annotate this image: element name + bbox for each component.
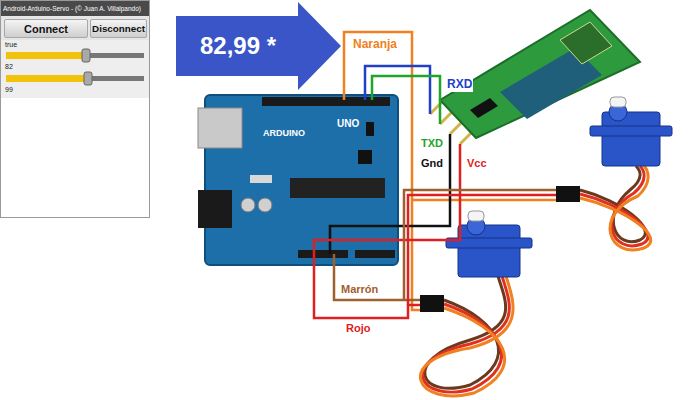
servo-motor (580, 166, 648, 246)
slider-value: 82 (4, 63, 14, 71)
slider (84, 72, 92, 85)
pin-name: Gnd (420, 157, 444, 170)
servo-motor (420, 295, 444, 312)
sent-data: 82,99 * (200, 32, 276, 60)
servo-motor (602, 112, 660, 166)
slider (6, 52, 86, 59)
pin-name: RXD (446, 78, 473, 92)
servo-motor (580, 166, 651, 250)
servo-motor (556, 186, 580, 202)
phone-screen (0, 0, 150, 218)
servo-motor (458, 225, 520, 277)
servo-motor (420, 276, 513, 396)
slider-value: 99 (4, 86, 14, 94)
slider (88, 76, 144, 81)
arduino-board (198, 108, 242, 148)
wire (408, 195, 556, 305)
phone-screen (0, 40, 150, 98)
slider (86, 53, 144, 58)
arduino-board (290, 178, 385, 198)
phone-screen (0, 0, 150, 15)
wire (314, 32, 556, 318)
wire-color: Naranja (352, 38, 398, 52)
board-marking: ARDUINO (262, 128, 306, 138)
slider-state: true (4, 41, 18, 49)
button-label: Connect (24, 23, 68, 35)
app-button: Connect (4, 19, 88, 38)
slider (6, 49, 144, 85)
wire (365, 66, 430, 114)
wire (314, 254, 420, 318)
bluetooth-module (470, 98, 498, 118)
servo-motor (590, 126, 672, 136)
phone-screen (0, 0, 150, 40)
servo-motor (610, 97, 626, 107)
phone-screen (0, 0, 150, 218)
servo-motor (423, 276, 510, 392)
arduino-board (366, 122, 374, 136)
wire (314, 144, 460, 254)
arduino-board (358, 150, 372, 164)
wire (412, 199, 556, 202)
wire-color: Rojo (345, 322, 371, 335)
arduino-board (355, 250, 395, 258)
arrow-shape: 82,99 * (176, 2, 341, 90)
arduino-board (258, 198, 272, 212)
servo-motor (468, 211, 484, 221)
arduino-board (198, 190, 232, 228)
arduino-board (298, 250, 348, 258)
wire (372, 76, 440, 124)
bluetooth-module (560, 22, 612, 64)
servo-motor (420, 211, 532, 396)
servo-motor (556, 97, 672, 250)
slider (6, 75, 88, 82)
slider (82, 49, 90, 62)
pin-name: TXD (420, 137, 444, 150)
arduino-board (241, 198, 255, 212)
board-marking: UNO (336, 118, 360, 130)
arrow-outline (176, 2, 341, 90)
arduino-board (250, 175, 272, 183)
app-title: Android-Arduino-Servo - (© Juan A. Villa… (1, 1, 149, 16)
app-button: Disconnect (90, 19, 147, 38)
wire (404, 190, 556, 300)
pin-name: Vcc (466, 157, 488, 170)
arrow-body: 82,99 * (176, 16, 300, 76)
phone-panel: Android-Arduino-Servo - (© Juan A. Villa… (0, 0, 150, 218)
wire-color: Marrón (340, 283, 379, 296)
button-label: Disconnect (92, 23, 145, 34)
